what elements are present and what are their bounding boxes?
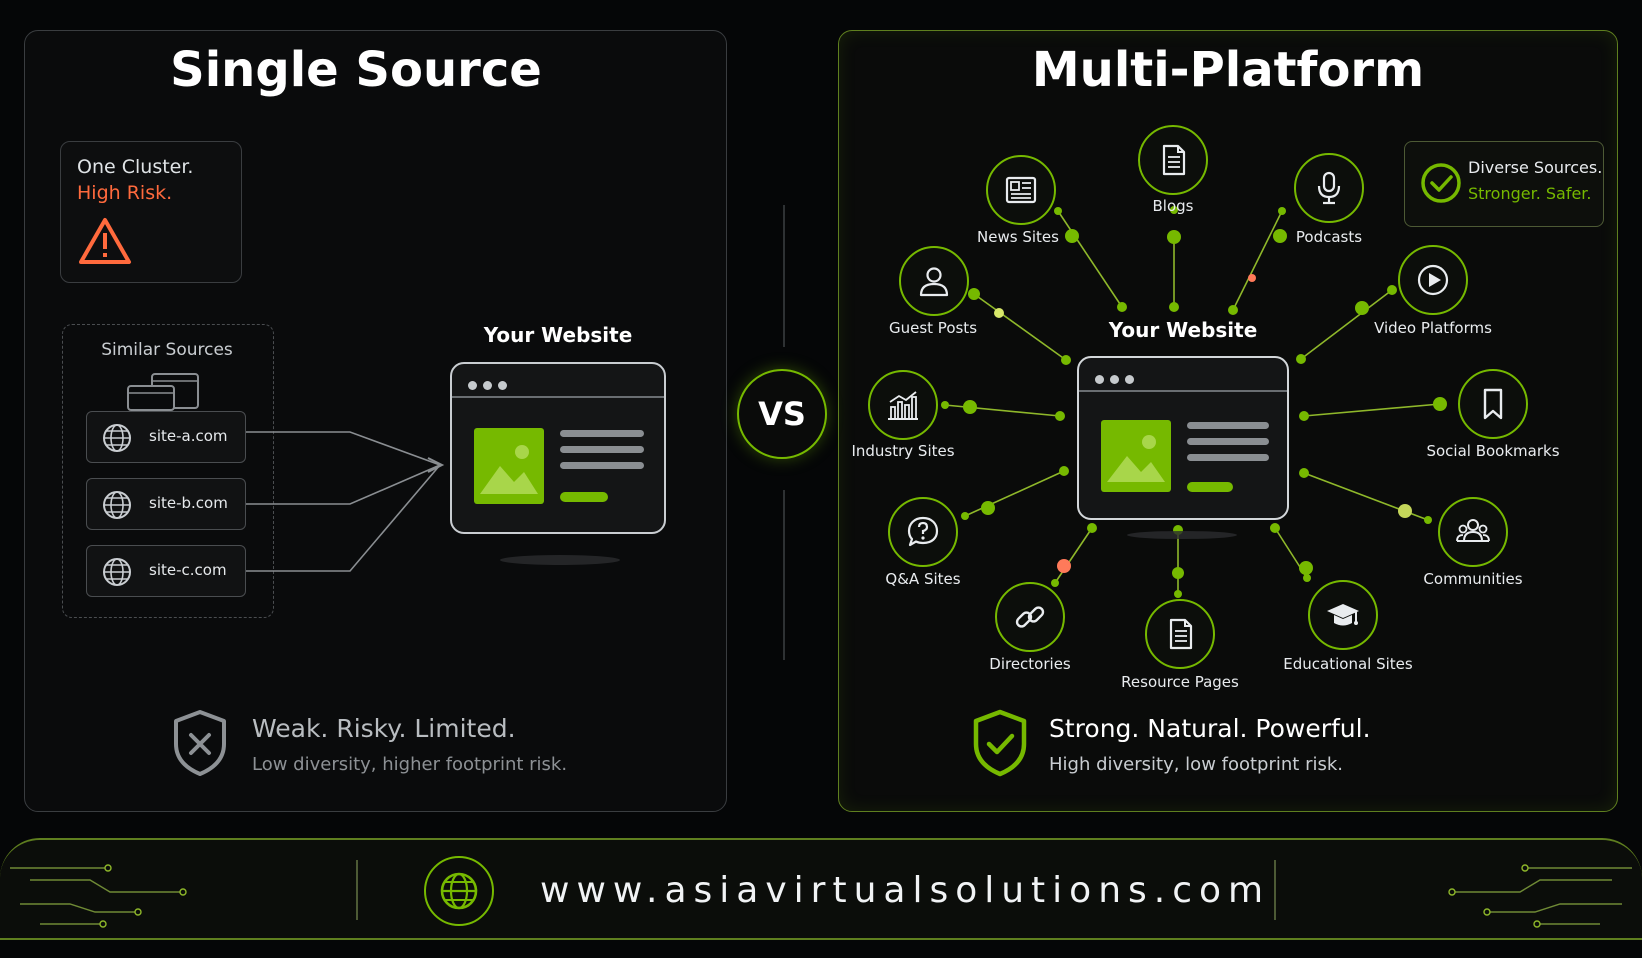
- windows-stack-icon: [127, 373, 199, 411]
- directories-label: Directories: [989, 655, 1071, 673]
- footer-separator-right: [1274, 860, 1276, 920]
- podcasts-label: Podcasts: [1295, 228, 1363, 246]
- left-website-label: Your Website: [483, 323, 633, 347]
- industry-sites-label: Industry Sites: [851, 442, 955, 460]
- bookmark-icon: [1483, 388, 1503, 420]
- vs-label: VS: [758, 395, 806, 433]
- diverse-sources-callout: [1404, 141, 1604, 227]
- single-source-title: Single Source: [170, 42, 542, 98]
- resource-pages-label: Resource Pages: [1121, 673, 1239, 691]
- globe-icon: [103, 558, 131, 586]
- site-a-box: site-a.com: [86, 411, 246, 463]
- footer-globe-badge: [424, 856, 494, 926]
- warning-icon: [79, 218, 131, 264]
- social-bookmarks-label: Social Bookmarks: [1426, 442, 1560, 460]
- communities-node: [1438, 497, 1508, 567]
- video-platforms-label: Video Platforms: [1374, 319, 1492, 337]
- directories-node: [995, 582, 1065, 652]
- blogs-node: [1138, 125, 1208, 195]
- multi-platform-title: Multi-Platform: [1031, 42, 1425, 98]
- educational-sites-node: [1308, 580, 1378, 650]
- shield-x-icon: [174, 710, 226, 776]
- news-sites-label: News Sites: [977, 228, 1059, 246]
- window-dots: [468, 375, 513, 394]
- newspaper-icon: [1005, 176, 1037, 204]
- video-platforms-node: [1398, 245, 1468, 315]
- image-placeholder-icon: [474, 428, 544, 504]
- similar-sources-group: [62, 324, 274, 618]
- play-icon: [1417, 264, 1449, 296]
- qa-sites-node: [888, 497, 958, 567]
- divider-top: [783, 205, 785, 347]
- footer-url[interactable]: www.asiavirtualsolutions.com: [540, 870, 1271, 911]
- site-b-box: site-b.com: [86, 478, 246, 530]
- diverse-line-2: Stronger. Safer.: [1468, 184, 1592, 203]
- right-website-window: [1077, 356, 1289, 520]
- left-summary-subtitle: Low diversity, higher footprint risk.: [252, 754, 568, 775]
- news-sites-node: [986, 155, 1056, 225]
- microphone-icon: [1317, 171, 1341, 205]
- globe-icon: [103, 491, 131, 519]
- site-c-label: site-c.com: [149, 561, 227, 579]
- question-bubble-icon: [907, 516, 939, 547]
- image-placeholder-icon: [1101, 420, 1171, 492]
- industry-sites-node: [868, 370, 938, 440]
- site-c-box: site-c.com: [86, 545, 246, 597]
- left-website-window: [450, 362, 666, 534]
- risk-line-1: One Cluster.: [77, 156, 194, 178]
- podcasts-node: [1294, 153, 1364, 223]
- graduation-cap-icon: [1327, 604, 1359, 626]
- communities-label: Communities: [1423, 570, 1523, 588]
- resource-pages-node: [1145, 599, 1215, 669]
- guest-posts-label: Guest Posts: [888, 319, 978, 337]
- right-summary-subtitle: High diversity, low footprint risk.: [1049, 754, 1343, 775]
- check-circle-icon: [1421, 163, 1461, 203]
- bar-chart-icon: [888, 391, 918, 420]
- risk-line-2: High Risk.: [77, 182, 173, 204]
- divider-bottom: [783, 490, 785, 660]
- qa-sites-label: Q&A Sites: [885, 570, 961, 588]
- guest-posts-node: [899, 246, 969, 316]
- globe-icon: [103, 424, 131, 452]
- link-icon: [1015, 606, 1045, 628]
- social-bookmarks-node: [1458, 369, 1528, 439]
- globe-icon: [440, 872, 478, 910]
- vs-badge: VS: [737, 369, 827, 459]
- diverse-line-1: Diverse Sources.: [1468, 158, 1603, 177]
- document-icon: [1169, 618, 1193, 650]
- site-b-label: site-b.com: [149, 494, 228, 512]
- right-website-label: Your Website: [1108, 318, 1258, 342]
- user-icon: [919, 267, 949, 297]
- window-dots: [1095, 369, 1140, 388]
- document-icon: [1162, 144, 1186, 176]
- left-summary-heading: Weak. Risky. Limited.: [252, 714, 516, 743]
- site-a-label: site-a.com: [149, 427, 228, 445]
- right-summary-heading: Strong. Natural. Powerful.: [1049, 714, 1371, 743]
- risk-callout: [60, 141, 242, 283]
- similar-sources-label: Similar Sources: [101, 340, 233, 360]
- footer-bar: [0, 838, 1642, 940]
- community-icon: [1456, 519, 1490, 542]
- educational-sites-label: Educational Sites: [1283, 655, 1413, 673]
- footer-separator-left: [356, 860, 358, 920]
- shield-check-icon: [973, 709, 1027, 777]
- blogs-label: Blogs: [1152, 197, 1194, 215]
